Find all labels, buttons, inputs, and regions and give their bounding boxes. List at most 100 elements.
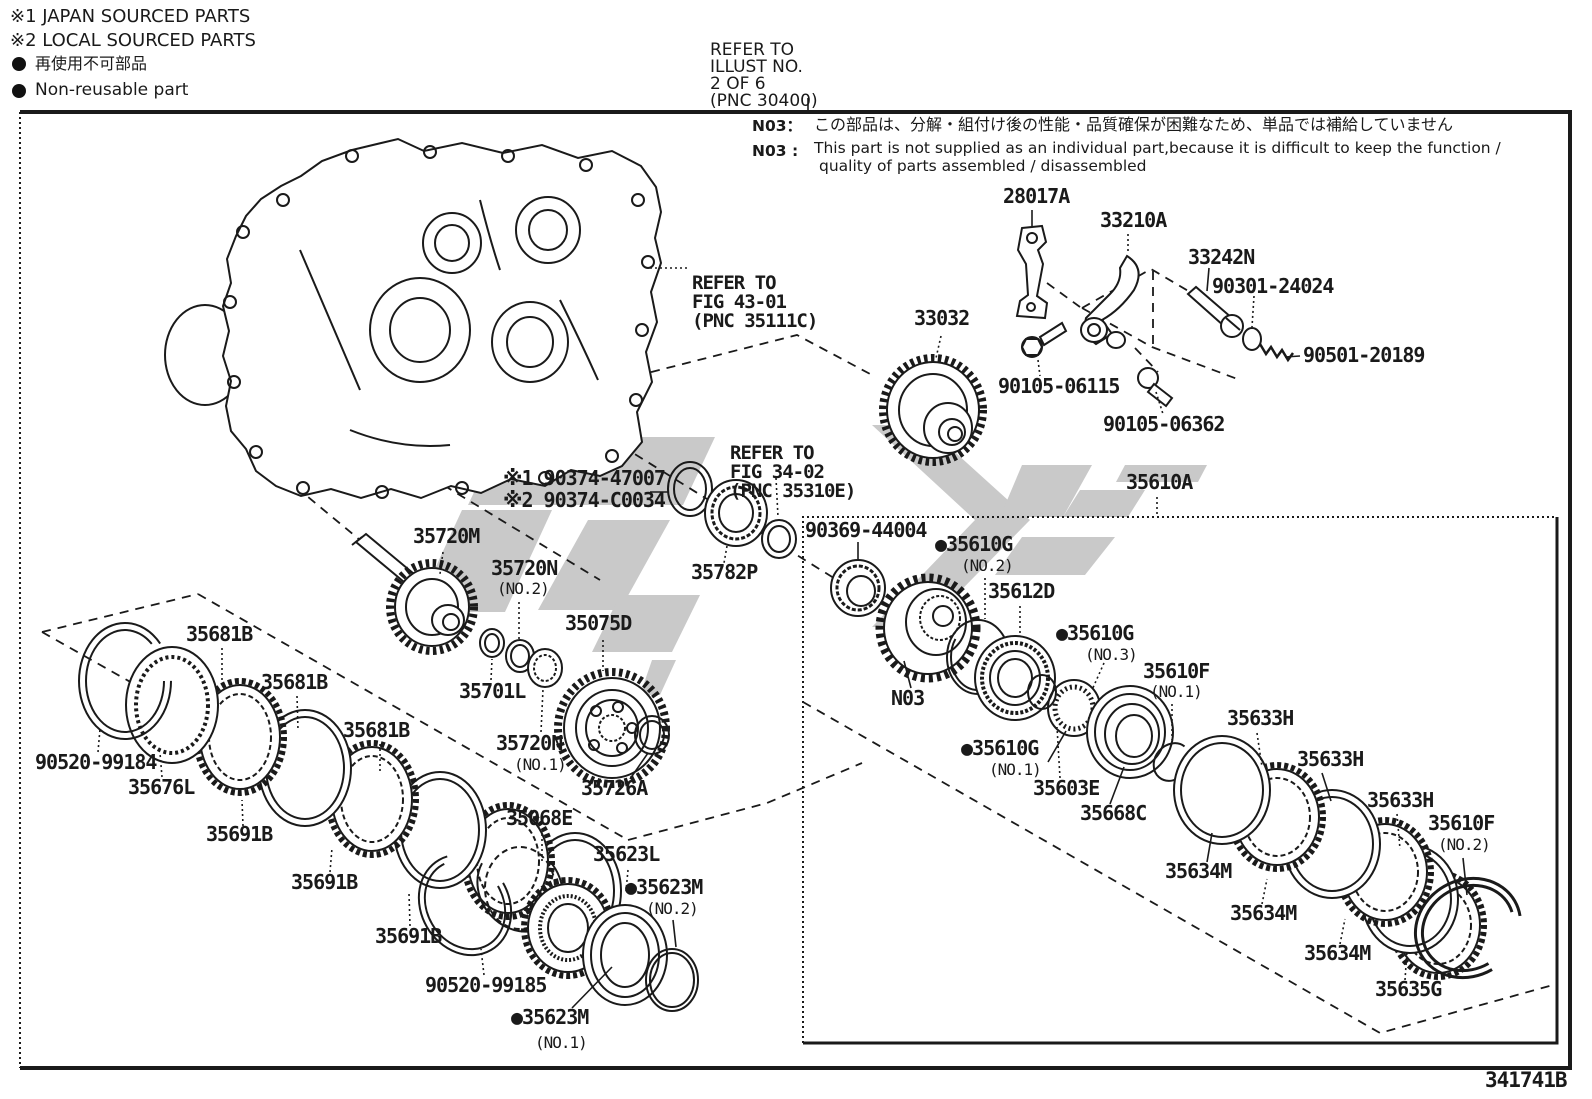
note-text-en1: This part is not supplied as an individu… (814, 139, 1501, 157)
note-code-jp: N03： (752, 117, 803, 135)
part-label-35610A: 35610A (1126, 470, 1193, 494)
part-label-35720N-1: 35720N (496, 731, 563, 755)
part-label-35633H-1: 35633H (1227, 706, 1294, 730)
part-drawing-bolt-90105-06115 (1020, 321, 1068, 358)
note-text-jp: この部品は、分解・組付け後の性能・品質確保が困難なため、単品では補給していません (814, 115, 1454, 134)
part-label-35610F-1: 35610F (1143, 659, 1210, 683)
refer-fig-43-01-block: REFER TO FIG 43-01 (PNC 35111C) (692, 236, 818, 331)
refer-fig-43-01-line3: (PNC 35111C) (692, 310, 818, 332)
part-label-35633H-2: 35633H (1297, 747, 1364, 771)
part-label-90520-99184: 90520-99184 (35, 750, 157, 774)
part-label-N03: N03 (891, 686, 925, 710)
part-label-90501-20189: 90501-20189 (1303, 343, 1425, 367)
part-drawing-35610A-assembly (830, 559, 1523, 980)
drawing-number: 341741B (1485, 1068, 1568, 1092)
legend-non-reusable-en-text: Non-reusable part (35, 80, 189, 100)
part-label-35610G-1-suffix: (NO.1) (989, 760, 1042, 779)
part-drawing-33210A (1080, 254, 1140, 349)
transaxle-case-drawing (164, 137, 663, 500)
refer-fig-34-02-line2: FIG 34-02 (730, 461, 825, 483)
part-label-35075D: 35075D (565, 611, 632, 635)
part-label-35720M: 35720M (413, 524, 480, 548)
part-drawing-bolt-90105-06362 (1137, 367, 1174, 408)
part-label-35701L: 35701L (459, 679, 526, 703)
part-label-35681B-3: 35681B (343, 718, 410, 742)
part-label-35623M-2-suffix: (NO.2) (646, 899, 699, 918)
part-label-90369-44004: 90369-44004 (805, 518, 927, 542)
non-reusable-dot-icon (12, 57, 26, 71)
refer-illust-line4: (PNC 30400) (710, 91, 818, 111)
leader-lines (97, 98, 1468, 1009)
part-label-33210A: 33210A (1100, 208, 1167, 232)
part-drawing-35075D (554, 668, 670, 788)
part-label-35691B-1: 35691B (206, 822, 273, 846)
part-label-35635G: 35635G (1375, 977, 1442, 1001)
part-label-35782P: 35782P (691, 560, 758, 584)
legend-japan-sourced-text: ※1 JAPAN SOURCED PARTS (10, 6, 251, 27)
legend-non-reusable-jp: 再使用不可部品 (12, 56, 147, 72)
page-border (19, 110, 1572, 1070)
part-label-35623M-1-suffix: (NO.1) (535, 1033, 588, 1052)
part-drawing-33032 (879, 354, 987, 466)
part-label-35623M-1: ●35623M (511, 1005, 589, 1029)
part-label-90374-C0034: ※2 90374-C0034 (503, 488, 666, 512)
part-label-90105-06115: 90105-06115 (998, 374, 1120, 398)
part-label-35603E: 35603E (1033, 776, 1100, 800)
refer-illust-line2: ILLUST NO. (710, 57, 803, 77)
legend-japan-sourced: ※1 JAPAN SOURCED PARTS (10, 8, 250, 26)
part-label-35610F-2: 35610F (1428, 811, 1495, 835)
part-label-35720N-2: 35720N (491, 556, 558, 580)
refer-fig-43-01-line2: FIG 43-01 (692, 291, 787, 313)
part-drawing-35701L-35720N-washers (479, 628, 563, 688)
part-label-35720N-2-suffix: (NO.2) (497, 579, 550, 598)
part-drawing-28017A (1015, 224, 1049, 320)
part-label-35610F-1-suffix: (NO.1) (1150, 682, 1203, 701)
part-label-33242N: 33242N (1188, 245, 1255, 269)
part-label-35612D: 35612D (988, 579, 1055, 603)
legend-non-reusable-jp-text: 再使用不可部品 (35, 54, 148, 73)
part-drawing-brake-drum-cluster (417, 843, 699, 1012)
part-label-35681B-2: 35681B (261, 670, 328, 694)
part-label-33032: 33032 (914, 306, 970, 330)
non-reusable-dot-icon (12, 83, 26, 98)
legend-non-reusable-en: Non-reusable part (12, 82, 188, 99)
part-label-35610G-3-suffix: (NO.3) (1085, 645, 1138, 664)
part-label-35610F-2-suffix: (NO.2) (1438, 835, 1491, 854)
part-label-35623M-2: ●35623M (625, 875, 703, 899)
refer-illust-block: REFER TO ILLUST NO. 2 OF 6 (PNC 30400) (710, 8, 818, 110)
part-drawing-oring-90301-24024 (1242, 327, 1262, 351)
part-label-35726A: 35726A (581, 776, 648, 800)
part-drawing-spring-90501-20189 (1258, 343, 1295, 363)
part-label-35681B-1: 35681B (186, 622, 253, 646)
refer-illust-line3: 2 OF 6 (710, 74, 766, 94)
part-label-90105-06362: 90105-06362 (1103, 412, 1225, 436)
part-label-28017A: 28017A (1003, 184, 1070, 208)
note-code-en: N03 : (752, 142, 799, 160)
part-label-35676L: 35676L (128, 775, 195, 799)
part-label-35610G-1: ●35610G (961, 736, 1039, 760)
part-drawing-35782P-group (667, 461, 797, 559)
part-drawing-brake-plate-stack-left (78, 622, 622, 950)
subassembly-box-35610A (802, 516, 1559, 1045)
refer-fig-34-02-line1: REFER TO (730, 442, 815, 464)
part-label-35610G-2-suffix: (NO.2) (961, 556, 1014, 575)
part-label-35668C: 35668C (1080, 801, 1147, 825)
part-label-90301-24024: 90301-24024 (1212, 274, 1334, 298)
case-bolt-holes (223, 145, 655, 499)
legend-local-sourced-text: ※2 LOCAL SOURCED PARTS (10, 30, 256, 51)
part-label-35610G-2: ●35610G (935, 532, 1013, 556)
note-text-en2: quality of parts assembled / disassemble… (819, 157, 1147, 175)
part-label-35633H-3: 35633H (1367, 788, 1434, 812)
part-label-35634M-3: 35634M (1304, 941, 1371, 965)
part-label-35068E: 35068E (506, 806, 573, 830)
refer-fig-43-01-line1: REFER TO (692, 272, 777, 294)
part-label-35691B-3: 35691B (375, 924, 442, 948)
part-label-90520-99185: 90520-99185 (425, 973, 547, 997)
part-label-35610G-3: ●35610G (1056, 621, 1134, 645)
refer-illust-line1: REFER TO (710, 40, 795, 60)
part-label-35691B-2: 35691B (291, 870, 358, 894)
part-label-35623L: 35623L (593, 842, 660, 866)
refer-fig-34-02-line3: (PNC 35310E) (730, 480, 856, 502)
